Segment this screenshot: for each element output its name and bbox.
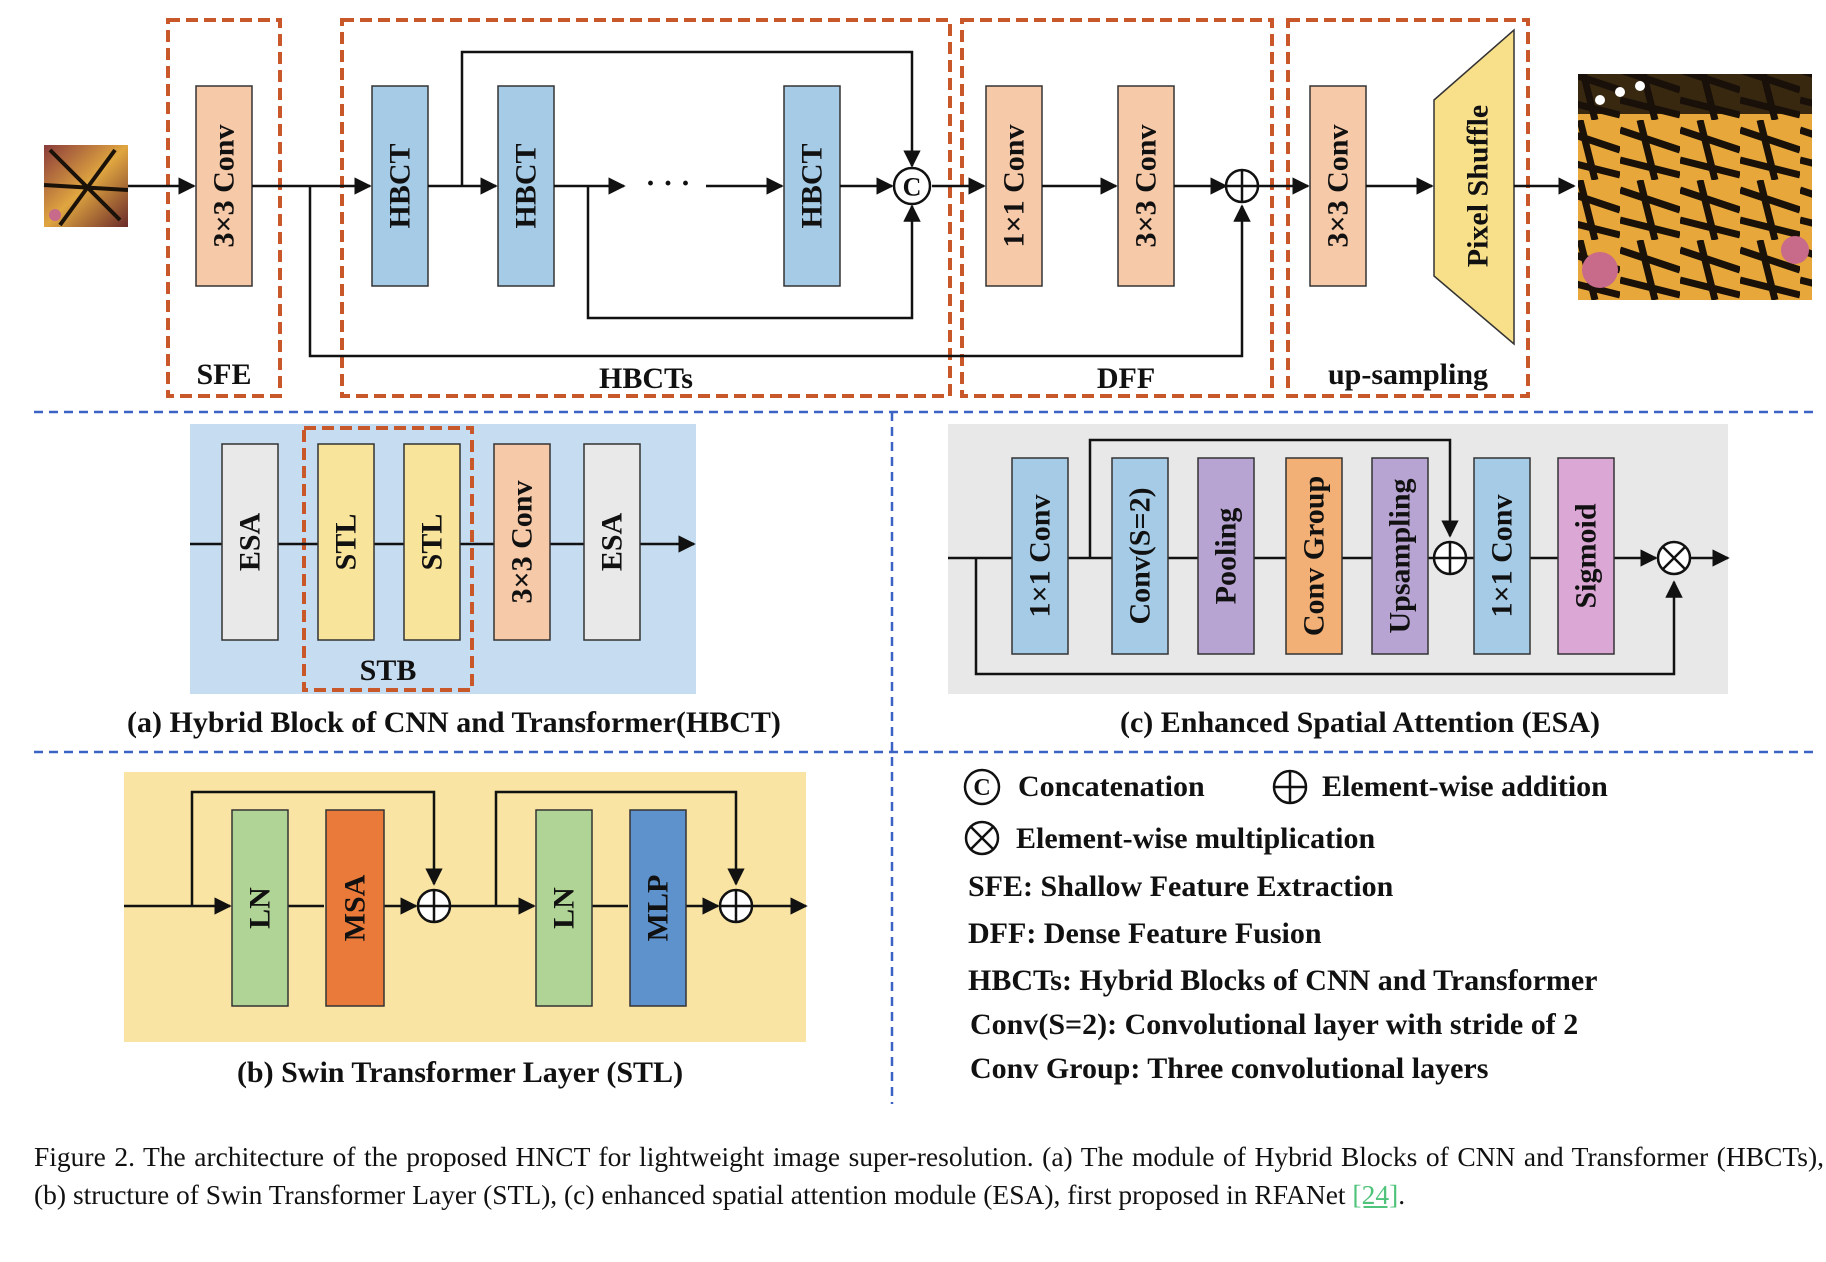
esa-upsampling bbox=[1371, 457, 1429, 655]
hbct-block-label-stl2: STL bbox=[416, 514, 449, 571]
legend-line-hbcts: HBCTs: Hybrid Blocks of CNN and Transfor… bbox=[968, 964, 1598, 997]
hbct-stl-1 bbox=[317, 443, 375, 641]
hbct-block-label-conv: 3×3 Conv bbox=[506, 481, 539, 604]
top-pipeline: 3×3 Conv HBCT HBCT HBCT 1×1 Conv 3×3 Con… bbox=[43, 18, 1812, 398]
esa-conv1-b bbox=[1473, 457, 1531, 655]
input-image bbox=[43, 145, 129, 227]
esa-label-sigmoid: Sigmoid bbox=[1570, 503, 1603, 608]
stb-group bbox=[302, 426, 474, 692]
legend-add-icon bbox=[1272, 769, 1308, 805]
hbct-block-label-stl1: STL bbox=[330, 514, 363, 571]
hbct-conv bbox=[493, 443, 551, 641]
esa-label-conv1-b: 1×1 Conv bbox=[1486, 495, 1519, 618]
ellipsis: · · · bbox=[645, 167, 690, 200]
dff-conv2-label: 3×3 Conv bbox=[1130, 125, 1163, 248]
hbct-label-3: HBCT bbox=[796, 143, 829, 228]
legend-mul-icon bbox=[964, 820, 1000, 856]
top-connections bbox=[128, 50, 1576, 358]
stl-add-node-1 bbox=[416, 888, 452, 924]
stl-label-ln2: LN bbox=[548, 887, 581, 929]
legend-concat-text: Concatenation bbox=[1018, 770, 1205, 803]
group-upsampling bbox=[1286, 18, 1530, 398]
sfe-conv-label: 3×3 Conv bbox=[208, 125, 241, 248]
stl-panel-caption: (b) Swin Transformer Layer (STL) bbox=[237, 1056, 683, 1089]
hbct-esa-2 bbox=[583, 443, 641, 641]
stl-label-mlp: MLP bbox=[642, 875, 675, 942]
esa-sigmoid bbox=[1557, 457, 1615, 655]
stl-add-node-2 bbox=[718, 888, 754, 924]
up-conv-label: 3×3 Conv bbox=[1322, 125, 1355, 248]
legend-line-conv-group: Conv Group: Three convolutional layers bbox=[970, 1052, 1488, 1085]
esa-conv-s2 bbox=[1111, 457, 1169, 655]
esa-conv1 bbox=[1011, 457, 1069, 655]
group-dff bbox=[960, 18, 1274, 398]
panel-dividers bbox=[34, 410, 1818, 1104]
esa-label-conv-s2: Conv(S=2) bbox=[1124, 487, 1157, 624]
group-label-hbcts: HBCTs bbox=[599, 362, 693, 395]
group-label-dff: DFF bbox=[1097, 362, 1155, 395]
pixel-shuffle-label: Pixel Shuffle bbox=[1462, 105, 1495, 268]
figure-caption: Figure 2. The architecture of the propos… bbox=[34, 1138, 1824, 1214]
stl-label-ln1: LN bbox=[244, 887, 277, 929]
hbct-panel-caption: (a) Hybrid Block of CNN and Transformer(… bbox=[127, 706, 781, 739]
figure-caption-text: Figure 2. The architecture of the propos… bbox=[34, 1141, 1824, 1210]
legend-add-text: Element-wise addition bbox=[1322, 770, 1608, 803]
stb-label: STB bbox=[360, 654, 417, 687]
stl-msa bbox=[325, 809, 385, 1007]
dff-conv1-label: 1×1 Conv bbox=[998, 125, 1031, 248]
legend-mul-text: Element-wise multiplication bbox=[1016, 822, 1375, 855]
group-hbcts bbox=[340, 18, 952, 398]
pixel-shuffle-block bbox=[1433, 28, 1515, 346]
dff-conv1-block bbox=[985, 85, 1043, 287]
legend-concat-icon: C bbox=[963, 768, 1001, 806]
esa-panel: 1×1 Conv Conv(S=2) Pooling Conv Group Up… bbox=[948, 424, 1730, 739]
stl-mlp bbox=[629, 809, 687, 1007]
hbct-panel: ESA STL STL 3×3 Conv ESA STB (a) Hybrid … bbox=[127, 424, 781, 739]
figure-caption-end: . bbox=[1398, 1179, 1406, 1210]
group-sfe bbox=[166, 18, 282, 398]
concat-node-label: C bbox=[903, 173, 922, 202]
group-label-up: up-sampling bbox=[1328, 358, 1488, 391]
hbct-block-label-esa1: ESA bbox=[234, 512, 267, 571]
hbct-block-label-esa2: ESA bbox=[596, 512, 629, 571]
legend-concat-icon-label: C bbox=[973, 775, 990, 801]
legend-line-sfe: SFE: Shallow Feature Extraction bbox=[968, 870, 1394, 903]
esa-label-upsampling: Upsampling bbox=[1384, 478, 1417, 633]
esa-label-conv1: 1×1 Conv bbox=[1024, 495, 1057, 618]
esa-panel-caption: (c) Enhanced Spatial Attention (ESA) bbox=[1120, 706, 1600, 739]
figure-caption-ref-link[interactable]: [24] bbox=[1352, 1179, 1399, 1210]
stl-label-msa: MSA bbox=[339, 874, 372, 941]
esa-label-pooling: Pooling bbox=[1210, 508, 1243, 605]
legend-line-conv-s2: Conv(S=2): Convolutional layer with stri… bbox=[970, 1008, 1578, 1041]
esa-conv-group bbox=[1285, 457, 1343, 655]
hbct-label-2: HBCT bbox=[510, 143, 543, 228]
output-image bbox=[1578, 74, 1812, 300]
sfe-conv-block bbox=[195, 85, 253, 287]
hbct-label-1: HBCT bbox=[384, 143, 417, 228]
esa-label-conv-group: Conv Group bbox=[1298, 476, 1331, 636]
stl-panel: LN MSA LN MLP (b) Swin Transformer Layer… bbox=[124, 772, 808, 1089]
hbct-stl-2 bbox=[403, 443, 461, 641]
legend-line-dff: DFF: Dense Feature Fusion bbox=[968, 917, 1322, 950]
stl-ln-1 bbox=[231, 809, 289, 1007]
hbct-esa-1 bbox=[221, 443, 279, 641]
hbct-block-1 bbox=[371, 85, 429, 287]
group-label-sfe: SFE bbox=[196, 358, 251, 391]
stl-ln-2 bbox=[535, 809, 593, 1007]
legend: C Concatenation Element-wise addition El… bbox=[963, 768, 1608, 1085]
esa-mul-node bbox=[1656, 540, 1692, 576]
esa-pooling bbox=[1197, 457, 1255, 655]
concat-node bbox=[892, 166, 932, 206]
add-node bbox=[1224, 168, 1260, 204]
esa-add-node bbox=[1432, 540, 1468, 576]
